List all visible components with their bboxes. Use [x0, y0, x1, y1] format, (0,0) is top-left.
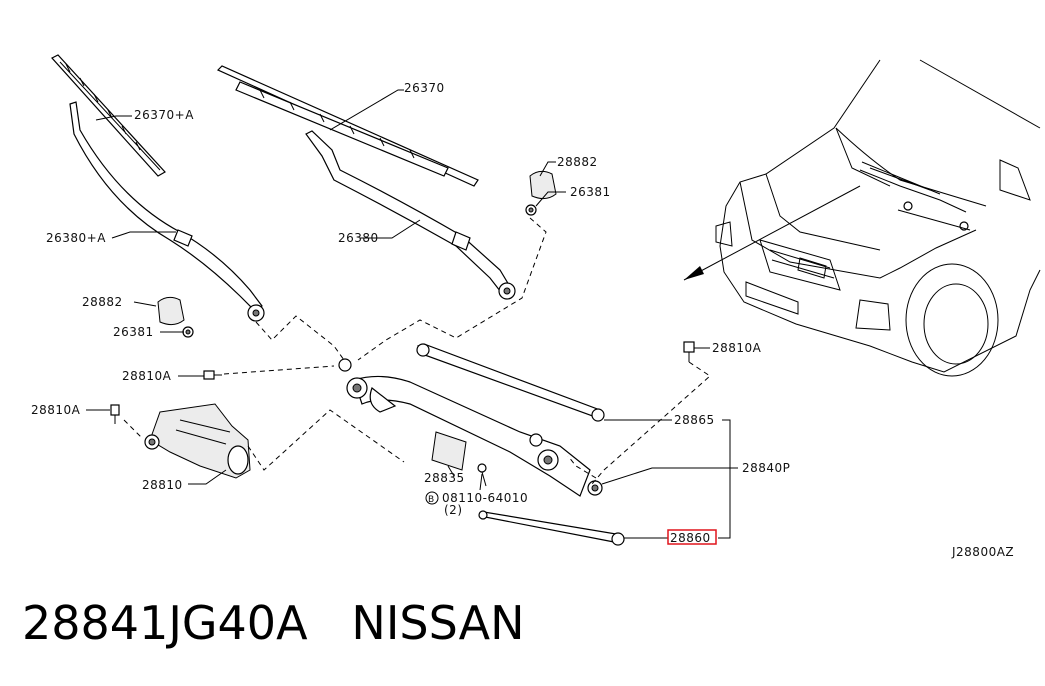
left-wiper-arm: [69, 101, 265, 322]
bolt-b: [477, 463, 487, 487]
pivot-cap-right: [529, 170, 557, 200]
right-wiper-blade: [216, 65, 479, 187]
pivot-nut-left: [182, 326, 194, 338]
wiper-motor: [144, 403, 251, 479]
label-nut-right: 26381: [570, 185, 611, 199]
label-pivot: 28840P: [742, 461, 790, 475]
label-bolt-b-qty: (2): [444, 503, 463, 517]
label-cap-left: 28882: [82, 295, 123, 309]
label-bolt-a1: 28810A: [122, 369, 172, 383]
linkage-frame: [338, 343, 625, 546]
label-blade-left: 26370+A: [134, 108, 194, 122]
label-arm-right: 26380: [338, 231, 379, 245]
label-link-lower: 28860: [670, 531, 711, 545]
label-nut-left: 26381: [113, 325, 154, 339]
label-diagram-code: J28800AZ: [951, 545, 1014, 559]
part-number: 28841JG40A: [22, 596, 308, 650]
bracket: [431, 431, 467, 471]
assembly-lines: [123, 217, 711, 485]
vehicle-illustration: [683, 59, 1041, 377]
leader-lines: [86, 89, 738, 539]
pivot-cap-left: [157, 296, 185, 326]
bolt-b-marker-circle: [425, 491, 439, 505]
label-arm-left: 26380+A: [46, 231, 106, 245]
label-cap-right: 28882: [557, 155, 598, 169]
bolt-28810a-1: [203, 370, 222, 380]
label-bolt-a3: 28810A: [712, 341, 762, 355]
label-bolt-b-marker: B: [428, 495, 435, 505]
bolt-28810a-3: [683, 341, 695, 362]
label-link-upper: 28865: [674, 413, 715, 427]
label-bracket: 28835: [424, 471, 465, 485]
label-bolt-b: 08110-64010: [442, 491, 528, 505]
left-wiper-blade: [51, 54, 166, 177]
right-wiper-arm: [305, 130, 516, 300]
bolt-28810a-2: [110, 404, 120, 424]
part-number-caption: 28841JG40A NISSAN: [22, 596, 525, 650]
label-bolt-a2: 28810A: [31, 403, 81, 417]
highlight-box: [667, 529, 717, 545]
pivot-nut-right: [525, 204, 537, 216]
label-blade-right: 26370: [404, 81, 445, 95]
label-motor: 28810: [142, 478, 183, 492]
brand-name: NISSAN: [351, 596, 525, 650]
